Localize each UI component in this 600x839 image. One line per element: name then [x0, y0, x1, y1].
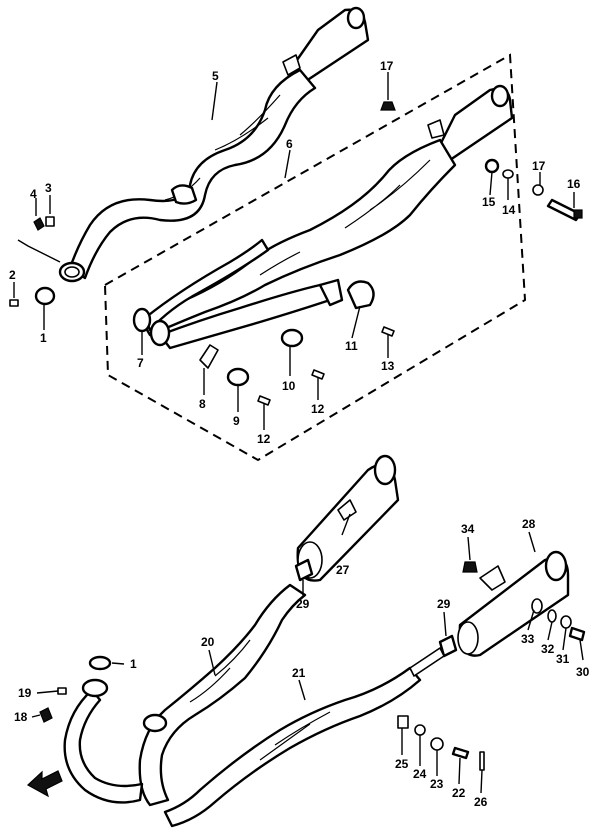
callout-2: 2	[9, 268, 16, 282]
callout-11: 11	[345, 339, 358, 353]
callout-16: 16	[567, 177, 581, 191]
callout-32: 32	[541, 642, 555, 656]
callout-21: 21	[292, 666, 306, 680]
callout-33: 33	[521, 632, 535, 646]
callout-17b: 17	[532, 159, 546, 173]
callout-15: 15	[482, 195, 496, 209]
callout-14: 14	[502, 203, 516, 217]
callout-25: 25	[395, 757, 409, 771]
callout-30: 30	[576, 665, 590, 679]
callout-4: 4	[30, 187, 37, 201]
exhaust-pipe-lower-parts-20-21	[26, 454, 586, 828]
callout-5: 5	[212, 69, 219, 83]
callout-29b: 29	[437, 597, 451, 611]
callout-12a: 12	[257, 432, 271, 446]
callout-8: 8	[199, 397, 206, 411]
callout-22: 22	[452, 786, 466, 800]
front-direction-arrow-icon	[26, 770, 63, 798]
callout-3: 3	[45, 181, 52, 195]
callout-24: 24	[413, 767, 427, 781]
callout-34: 34	[461, 522, 475, 536]
callout-9: 9	[233, 414, 240, 428]
callout-20: 20	[201, 635, 215, 649]
callout-1-bottom: 1	[130, 657, 137, 671]
left-hardware	[9, 216, 61, 307]
callout-17a: 17	[380, 59, 394, 73]
top-right-hardware	[380, 101, 583, 222]
callout-10: 10	[282, 379, 296, 393]
callout-12b: 12	[311, 402, 325, 416]
callout-1-top: 1	[40, 331, 47, 345]
leader-lines	[13, 72, 584, 794]
callout-labels: 5 6 17 17 16 15 14 3 4 2 1 7 8 9 12 10 1…	[9, 59, 590, 809]
callout-28: 28	[522, 517, 536, 531]
callout-23: 23	[430, 777, 444, 791]
callout-6: 6	[286, 137, 293, 151]
exhaust-pipe-upper-part-5	[58, 6, 370, 283]
callout-26: 26	[474, 795, 488, 809]
callout-13: 13	[381, 359, 395, 373]
callout-27: 27	[336, 563, 350, 577]
callout-31: 31	[556, 652, 570, 666]
callout-7: 7	[137, 356, 144, 370]
exhaust-pipe-assembly-part-6	[132, 84, 514, 406]
callout-19: 19	[18, 686, 32, 700]
callout-29a: 29	[296, 597, 310, 611]
callout-18: 18	[14, 710, 28, 724]
